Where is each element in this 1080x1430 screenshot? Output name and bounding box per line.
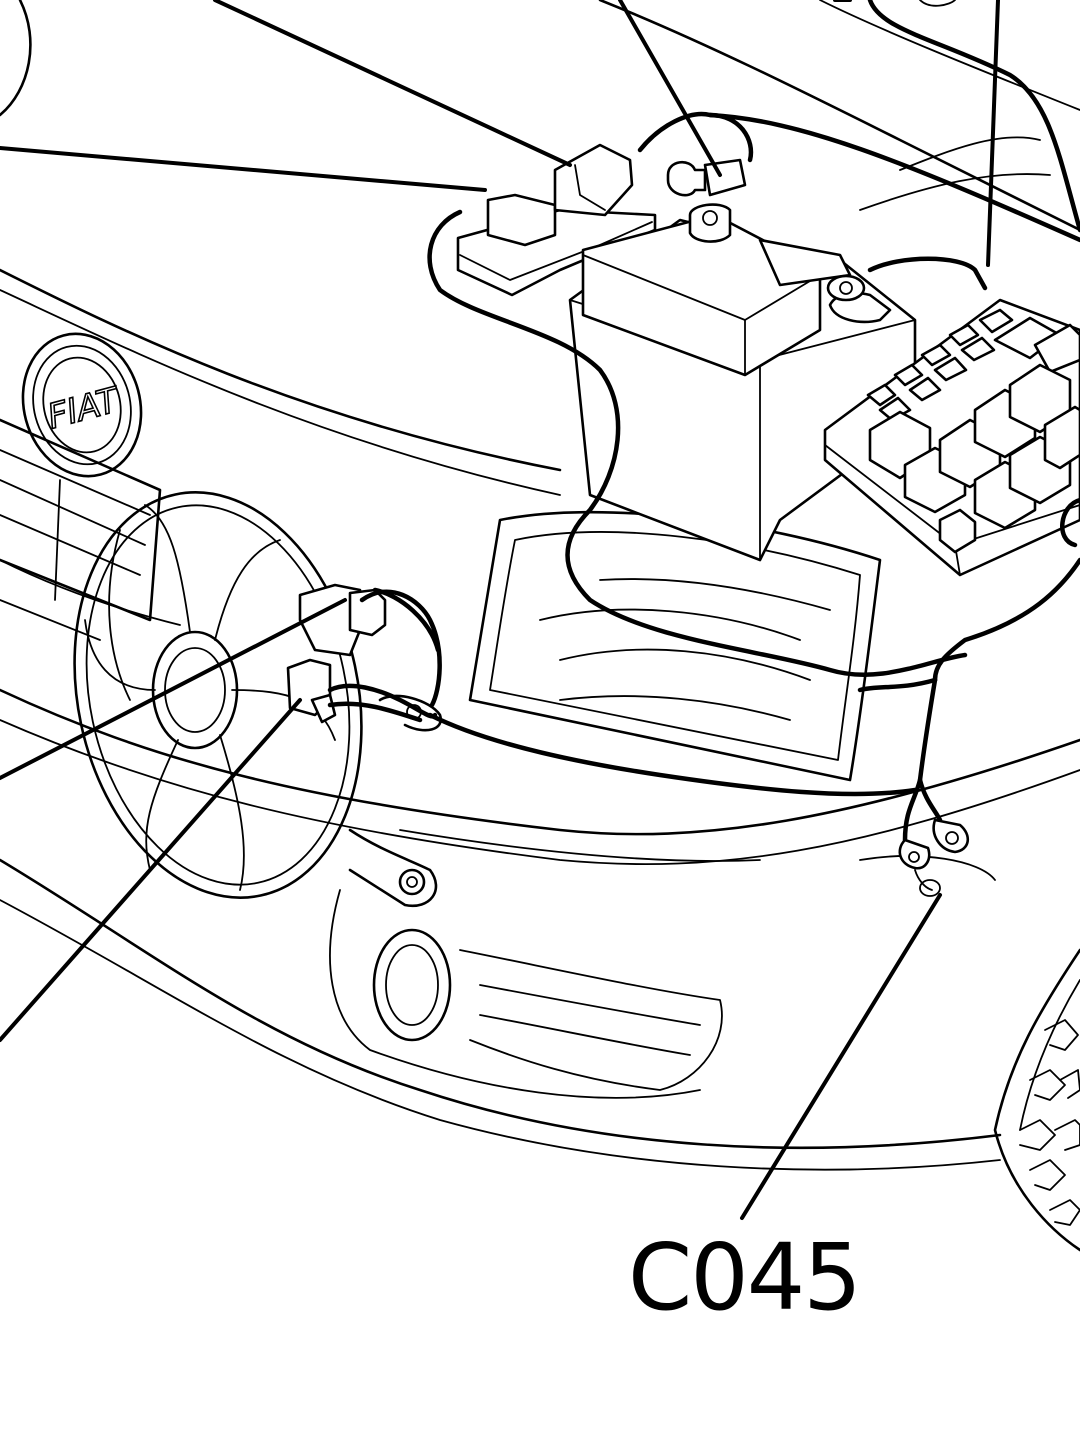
earth-bolt bbox=[666, 158, 747, 197]
fuse-box bbox=[823, 298, 1080, 577]
leader-line-fuse-box bbox=[986, 0, 1000, 267]
hose-outline bbox=[0, 0, 32, 117]
wiring-harness bbox=[327, 111, 1080, 843]
badge-text: FIAT bbox=[44, 380, 125, 438]
leader-line-c045 bbox=[740, 893, 942, 1220]
radiator-fan bbox=[73, 491, 443, 908]
car-body-outline bbox=[0, 0, 1080, 1171]
leader-line-relay-left bbox=[0, 146, 487, 192]
ring-terminals bbox=[898, 818, 969, 897]
wheel-tread bbox=[993, 948, 1080, 1252]
fog-lamp bbox=[372, 928, 723, 1091]
battery bbox=[568, 203, 917, 562]
headlamp bbox=[468, 510, 882, 782]
leader-lines bbox=[0, 0, 1000, 1220]
leader-line-relay-right bbox=[213, 0, 572, 167]
relay-block bbox=[456, 143, 657, 297]
leader-line-fan-upper bbox=[0, 598, 347, 780]
relay-array bbox=[866, 308, 1080, 554]
callout-label-c045: C045 bbox=[628, 1224, 862, 1331]
fiat-badge: FIAT bbox=[21, 332, 143, 478]
leader-line-earth-bolt bbox=[618, 0, 722, 177]
grille bbox=[0, 418, 162, 641]
leader-line-fan-lower bbox=[0, 698, 302, 1042]
